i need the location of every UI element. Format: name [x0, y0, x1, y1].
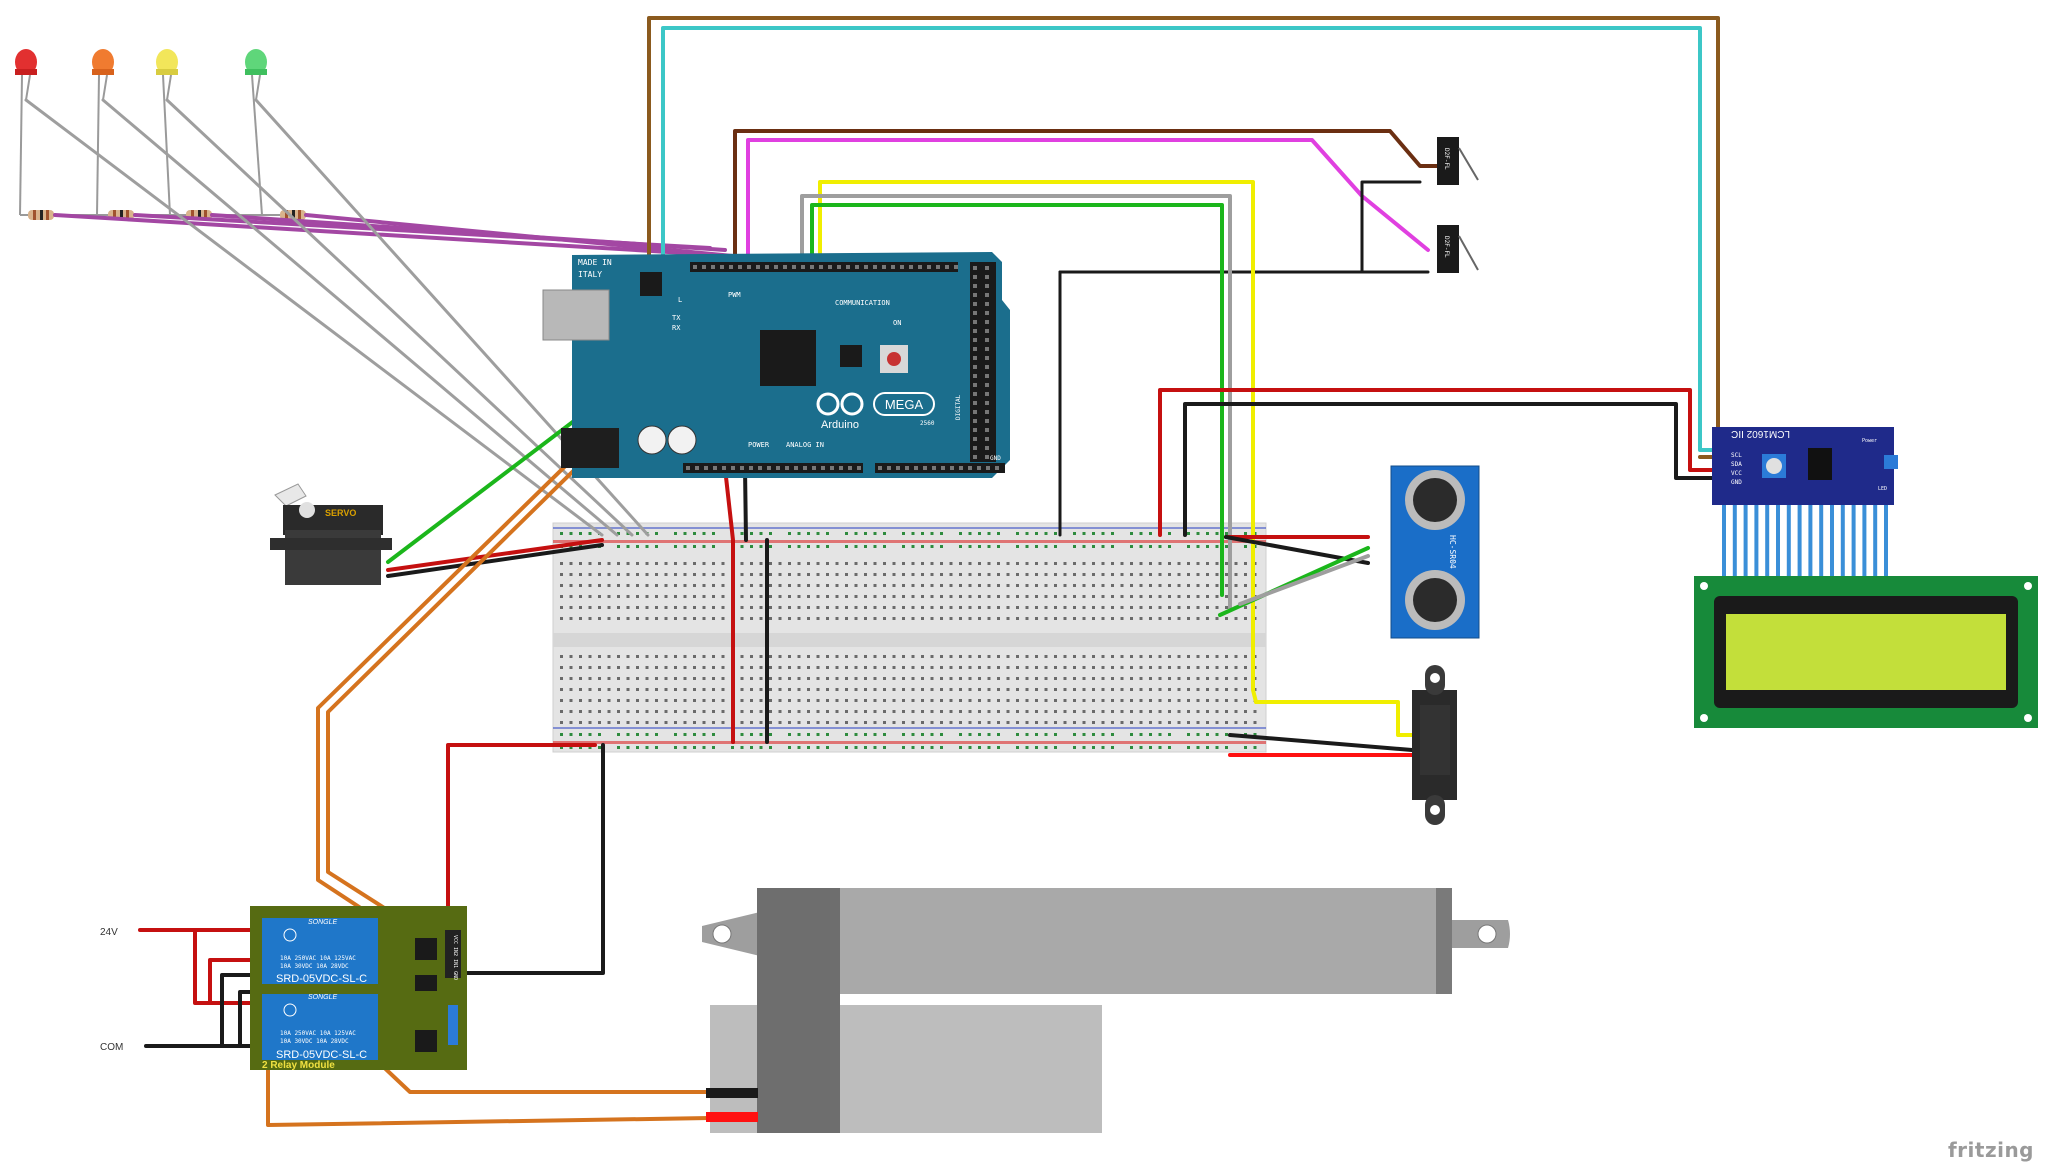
relay-2-rating-2: 10A 30VDC 10A 28VDC — [280, 1038, 349, 1045]
communication-label: COMMUNICATION — [835, 299, 890, 307]
italy-label: ITALY — [578, 270, 602, 279]
tx-label: TX — [672, 314, 681, 322]
ultrasonic-label: HC-SR04 — [1448, 535, 1457, 569]
limit-switch-bottom: D2F-FL — [1437, 225, 1479, 273]
servo-motor: SERVO — [270, 483, 392, 585]
lcd-led-label: LED — [1878, 486, 1887, 492]
arduino-mega-board: MADE IN ITALY PWM COMMUNICATION TX RX ON… — [542, 252, 1010, 478]
led-yellow — [156, 49, 178, 75]
lcd-display — [1694, 576, 2038, 728]
label-24v: 24V — [100, 927, 118, 938]
relay-module-label: 2 Relay Module — [262, 1060, 335, 1071]
led-orange — [92, 49, 114, 75]
linear-actuator — [702, 888, 1510, 1133]
lcd-power-label: Power — [1862, 438, 1877, 444]
servo-label: SERVO — [325, 508, 356, 518]
resistor-1 — [28, 210, 54, 220]
relay-1-brand: SONGLE — [308, 919, 338, 926]
led-red — [15, 49, 37, 75]
gnd-label: GND — [990, 455, 1001, 462]
model-label: MEGA — [885, 397, 924, 412]
on-label: ON — [893, 319, 901, 327]
limit-switch-top: D2F-FL — [1437, 137, 1479, 185]
lcd-i2c-backpack: LCM1602 IIC SCL SDA VCC GND Power LED — [1712, 427, 1898, 580]
power-label: POWER — [748, 441, 770, 449]
made-in-label: MADE IN — [578, 258, 612, 267]
breadboard-holes — [560, 532, 1257, 749]
relay-1-model: SRD-05VDC-SL-C — [276, 973, 367, 985]
lcd-backpack-label: LCM1602 IIC — [1731, 428, 1790, 439]
lcd-pin-vcc: VCC — [1731, 470, 1742, 477]
lcd-pin-header — [1722, 505, 1888, 580]
relay-module: SONGLE SONGLE 10A 250VAC 10A 125VAC 10A … — [250, 906, 467, 1071]
brand-label: Arduino — [821, 419, 859, 431]
lcd-pin-gnd: GND — [1731, 479, 1742, 486]
model-sub-label: 2560 — [920, 420, 935, 427]
breadboard — [552, 522, 1267, 753]
relay-input-pins: VCC IN2 IN1 GND — [452, 935, 458, 980]
fritzing-watermark: fritzing — [1947, 1138, 2034, 1162]
analog-in-label: ANALOG IN — [786, 441, 824, 449]
relay-1-rating-1: 10A 250VAC 10A 125VAC — [280, 955, 356, 962]
led-legs — [19, 74, 263, 216]
switch-bottom-label: D2F-FL — [1443, 236, 1450, 258]
relay-2-rating-1: 10A 250VAC 10A 125VAC — [280, 1030, 356, 1037]
relay-1-rating-2: 10A 30VDC 10A 28VDC — [280, 963, 349, 970]
switch-top-label: D2F-FL — [1443, 148, 1450, 170]
digital-label: DIGITAL — [955, 394, 962, 420]
l-label: L — [678, 296, 682, 304]
relay-2-brand: SONGLE — [308, 994, 338, 1001]
pwm-label: PWM — [728, 291, 741, 299]
label-com: COM — [100, 1042, 123, 1053]
ultrasonic-sensor: HC-SR04 — [1390, 465, 1480, 639]
arduino-pin-headers — [686, 265, 999, 470]
rx-label: RX — [672, 324, 681, 332]
relay-2-model: SRD-05VDC-SL-C — [276, 1049, 367, 1061]
ir-distance-sensor — [1412, 665, 1457, 825]
lcd-pin-scl: SCL — [1731, 452, 1742, 459]
led-green — [245, 49, 267, 75]
lcd-pin-sda: SDA — [1731, 461, 1742, 468]
arduino-logo: MEGA Arduino 2560 — [816, 392, 935, 431]
